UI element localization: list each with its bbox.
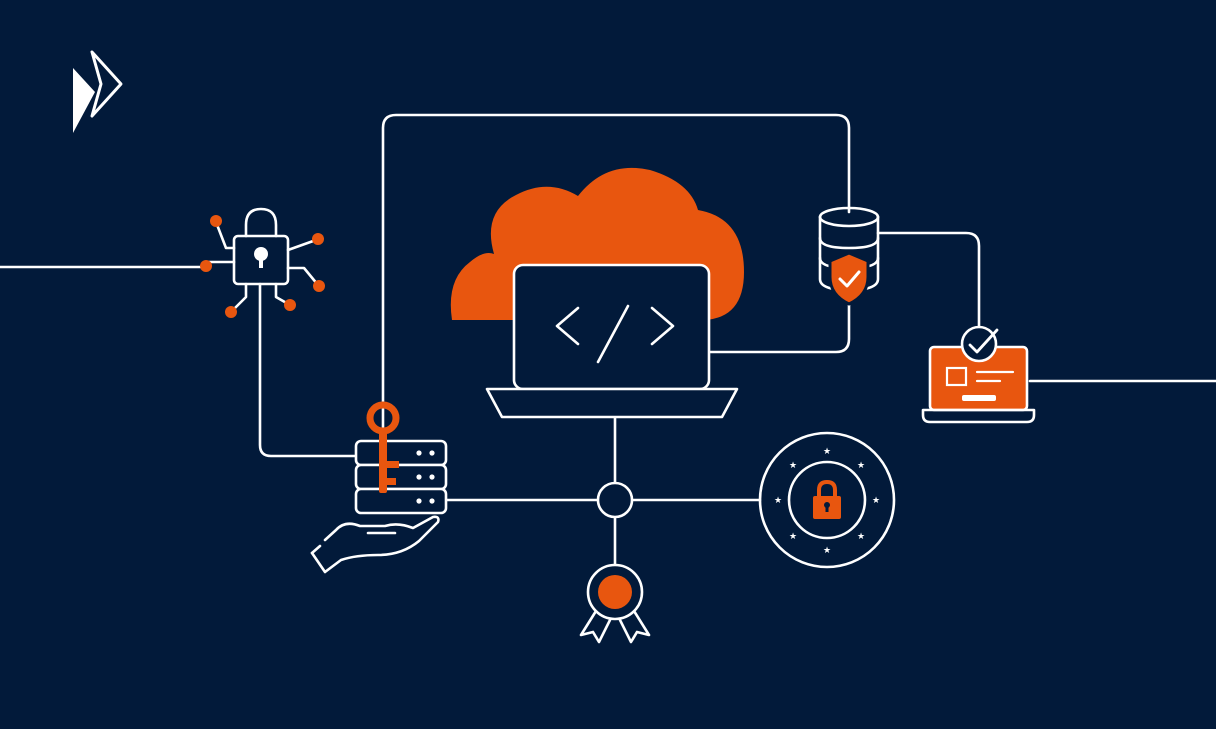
- svg-text:★: ★: [857, 461, 865, 471]
- svg-text:★: ★: [857, 532, 865, 542]
- brand-logo-icon: [73, 50, 123, 133]
- laptop-code-icon: [485, 263, 739, 419]
- hand-icon: [310, 515, 440, 574]
- connection-lines: [0, 113, 1216, 567]
- server-stack-icon: [354, 439, 448, 515]
- svg-text:★: ★: [789, 532, 797, 542]
- svg-text:★: ★: [872, 496, 880, 506]
- svg-text:★: ★: [774, 496, 782, 506]
- svg-text:★: ★: [823, 546, 831, 556]
- circuit-lock-icon: [200, 207, 325, 318]
- verified-laptop-icon: [921, 325, 1036, 424]
- svg-text:★: ★: [823, 447, 831, 457]
- star-lock-seal-icon: ★ ★ ★ ★ ★ ★ ★ ★: [758, 431, 896, 569]
- network-hub-icon: [596, 481, 634, 519]
- key-icon: [366, 401, 400, 493]
- award-badge-icon: [579, 563, 651, 644]
- svg-text:★: ★: [789, 461, 797, 471]
- secure-database-icon: [818, 206, 880, 306]
